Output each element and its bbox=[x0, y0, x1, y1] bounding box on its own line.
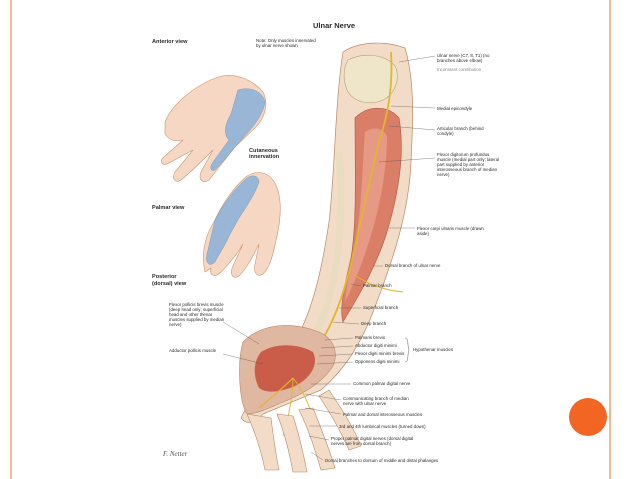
posterior-view-label-line2: (dorsal) view bbox=[152, 281, 187, 287]
label-ulnar-nerve: Ulnar nerve (C7, 8, T1) (no branches abo… bbox=[437, 53, 490, 64]
anatomy-drawing bbox=[161, 42, 436, 473]
label-interosseous-muscles: Palmar and dorsal interosseous muscles bbox=[343, 412, 423, 417]
label-abductor-digiti-minimi: Abductor digiti minimi bbox=[355, 343, 397, 348]
label-flexor-digiti-minimi-brevis: Flexor digiti minimi brevis bbox=[355, 351, 405, 356]
cutaneous-innervation-label: Cutaneous innervation bbox=[249, 148, 280, 161]
cutaneous-hand-top bbox=[161, 75, 267, 182]
label-proper-palmar-digital-nerves: Proper palmar digital nerves (dorsal dig… bbox=[331, 436, 414, 447]
cutaneous-hand-bottom bbox=[203, 172, 281, 278]
label-articular-branch: Articular branch (behind condyle) bbox=[437, 126, 484, 137]
label-flexor-pollicis-brevis: Flexor pollicis brevis muscle (deep head… bbox=[169, 302, 225, 328]
label-hypothenar-muscles: Hypothenar muscles bbox=[413, 347, 454, 352]
anterior-view-label: Anterior view bbox=[152, 39, 188, 45]
slide-border-right bbox=[609, 0, 611, 479]
forearm-drawing bbox=[239, 42, 413, 473]
label-superficial-branch: Superficial branch bbox=[363, 305, 399, 310]
slide-border-left bbox=[10, 0, 12, 479]
label-communicating-branch: Communicating branch of median nerve wit… bbox=[343, 396, 409, 407]
hypothenar-brace bbox=[404, 337, 410, 363]
figure-title: Ulnar Nerve bbox=[313, 21, 356, 30]
leader-lines bbox=[222, 55, 436, 461]
label-flexor-digitorum-profundus: Flexor digitorum profundus muscle (media… bbox=[437, 152, 499, 178]
label-medial-epicondyle: Medial epicondyle bbox=[437, 106, 473, 111]
palmar-view-label: Palmar view bbox=[152, 205, 185, 211]
ulnar-nerve-illustration: Ulnar Nerve Anterior view Note: Only mus… bbox=[143, 21, 513, 477]
posterior-view-label-line1: Posterior bbox=[152, 274, 177, 280]
label-deep-branch: Deep branch bbox=[361, 321, 387, 326]
orange-dot-decoration bbox=[569, 398, 607, 436]
artist-signature: F. Netter bbox=[163, 450, 188, 458]
label-common-palmar-digital-nerve: Common palmar digital nerve bbox=[353, 381, 411, 386]
label-lumbrical-muscles: 3rd and 4th lumbrical muscles (turned do… bbox=[339, 424, 426, 429]
label-dorsal-branch: Dorsal branch of ulnar nerve bbox=[385, 263, 441, 268]
label-palmaris-brevis: Palmaris brevis bbox=[355, 335, 386, 340]
label-palmar-branch: Palmar branch bbox=[363, 283, 392, 288]
label-adductor-pollicis: Adductor pollicis muscle bbox=[169, 348, 217, 353]
label-dorsal-branches-phalanges: Dorsal branches to dorsum of middle and … bbox=[325, 458, 439, 463]
label-opponens-digiti-minimi: Opponens digiti minimi bbox=[355, 359, 400, 364]
figure-note: Note: Only muscles innervated by ulnar n… bbox=[256, 38, 316, 49]
label-flexor-carpi-ulnaris: Flexor carpi ulnaris muscle (drawn aside… bbox=[417, 226, 484, 237]
label-inconstant-contribution: Inconstant contribution bbox=[437, 67, 482, 72]
